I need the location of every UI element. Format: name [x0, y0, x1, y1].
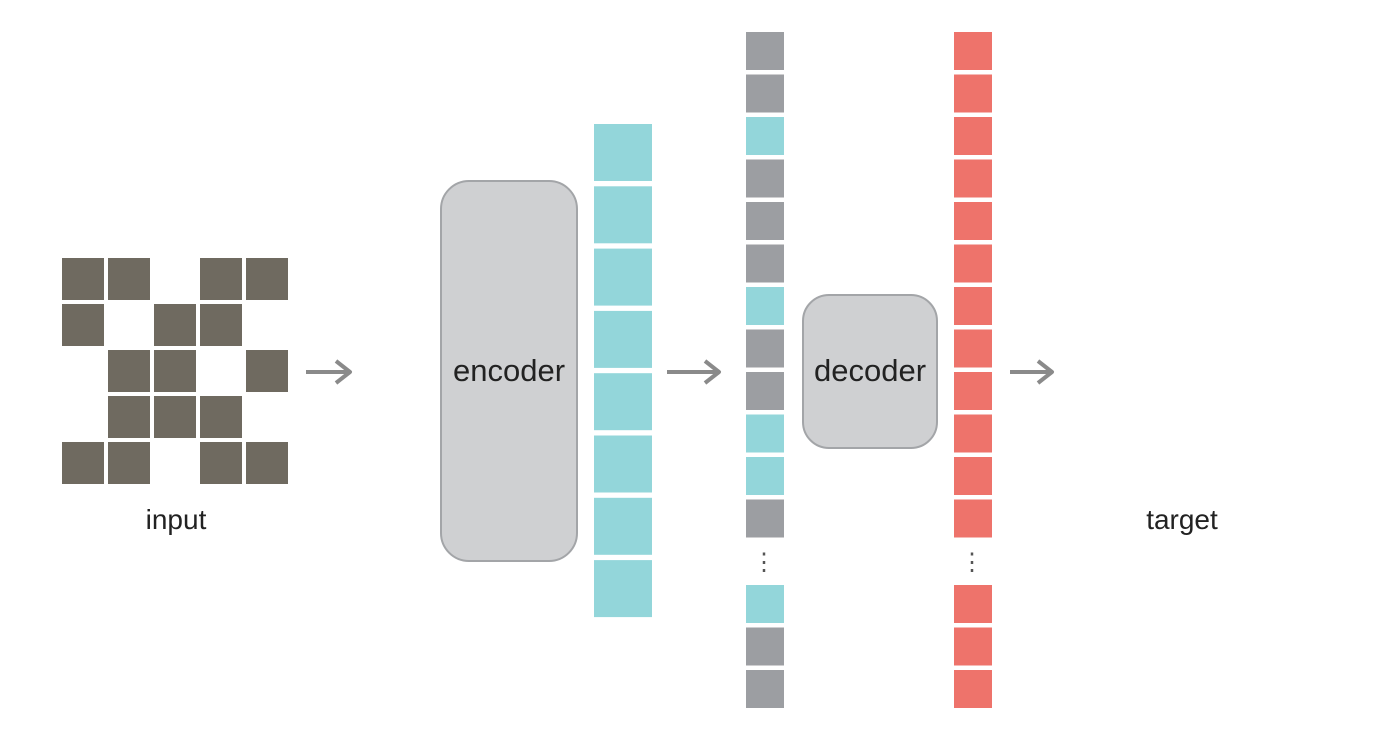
predicted-token — [954, 585, 992, 623]
masked-patch — [200, 396, 242, 438]
predicted-token — [954, 74, 992, 113]
masked-patch — [108, 442, 150, 484]
predicted-token — [954, 627, 992, 666]
masked-patch — [200, 258, 242, 300]
visible-patch-column — [364, 124, 424, 618]
masked-patch — [154, 350, 196, 392]
target-patch — [1070, 258, 1112, 300]
predicted-token — [954, 457, 992, 495]
predicted-token — [954, 244, 992, 283]
predicted-token — [954, 670, 992, 708]
mask-token — [746, 32, 784, 70]
target-patch — [1116, 258, 1158, 300]
masked-patch — [246, 442, 288, 484]
encoded-token — [746, 585, 784, 623]
input-label: input — [146, 504, 207, 535]
masked-patch — [108, 396, 150, 438]
ellipsis-mark: ⋮ — [960, 549, 984, 576]
target-patch — [1162, 350, 1204, 392]
mask-token — [746, 74, 784, 113]
target-patch — [1254, 258, 1296, 300]
encoder-box — [440, 180, 578, 562]
encoded-token — [746, 117, 784, 155]
target-patch — [1162, 442, 1204, 484]
encoded-token — [594, 560, 652, 618]
masked-patch — [200, 304, 242, 346]
encoded-token — [746, 287, 784, 325]
target-patch — [1254, 442, 1296, 484]
target-patch — [1070, 442, 1112, 484]
target-patch — [1162, 396, 1204, 438]
mask-token — [746, 329, 784, 368]
encoded-token — [594, 248, 652, 306]
mask-token — [746, 159, 784, 198]
predicted-token — [954, 32, 992, 70]
encoded-token — [594, 186, 652, 244]
masked-patch — [246, 258, 288, 300]
target-patch — [1070, 304, 1112, 346]
mask-token — [746, 627, 784, 666]
encoded-token — [594, 124, 652, 181]
target-patch — [1116, 350, 1158, 392]
predicted-token — [954, 499, 992, 538]
target-patch — [1254, 396, 1296, 438]
target-patch-grid — [1070, 258, 1296, 484]
full-token-sequence: ⋮ — [746, 32, 784, 708]
target-patch — [1254, 304, 1296, 346]
mask-token — [746, 372, 784, 410]
target-patch — [1116, 442, 1158, 484]
target-patch — [1208, 258, 1250, 300]
masked-patch — [108, 258, 150, 300]
mask-token — [746, 670, 784, 708]
masked-patch — [200, 442, 242, 484]
encoded-token — [746, 414, 784, 453]
target-patch — [1254, 350, 1296, 392]
predicted-token — [954, 287, 992, 325]
target-patch — [1208, 304, 1250, 346]
masked-patch — [62, 442, 104, 484]
target-patch — [1208, 396, 1250, 438]
predicted-token-column: ⋮ — [954, 32, 992, 708]
encoded-token — [594, 435, 652, 493]
encoded-token-column — [594, 124, 652, 618]
ellipsis-mark: ⋮ — [752, 549, 776, 576]
input-patch-grid — [62, 258, 288, 484]
mask-token — [746, 202, 784, 240]
mask-token — [746, 244, 784, 283]
predicted-token — [954, 159, 992, 198]
target-patch — [1208, 350, 1250, 392]
masked-patch — [154, 396, 196, 438]
encoded-token — [594, 497, 652, 555]
decoder-label: decoder — [814, 353, 926, 388]
target-patch — [1162, 304, 1204, 346]
target-patch — [1070, 396, 1112, 438]
mask-token — [746, 499, 784, 538]
predicted-token — [954, 329, 992, 368]
target-patch — [1116, 304, 1158, 346]
target-patch — [1116, 396, 1158, 438]
predicted-token — [954, 372, 992, 410]
masked-patch — [62, 304, 104, 346]
arrow-right-icon — [1010, 359, 1054, 385]
masked-patch — [246, 350, 288, 392]
target-patch — [1162, 258, 1204, 300]
arrow-right-icon — [306, 359, 352, 385]
encoded-token — [594, 373, 652, 431]
predicted-token — [954, 202, 992, 240]
masked-patch — [108, 350, 150, 392]
predicted-token — [954, 117, 992, 155]
target-patch — [1208, 442, 1250, 484]
target-label: target — [1146, 504, 1218, 535]
encoder-label: encoder — [453, 353, 565, 388]
predicted-token — [954, 414, 992, 453]
encoded-token — [594, 310, 652, 368]
arrow-right-icon — [667, 359, 721, 385]
encoded-token — [746, 457, 784, 495]
decoder-box — [802, 294, 938, 449]
masked-patch — [62, 258, 104, 300]
masked-patch — [154, 304, 196, 346]
target-patch — [1070, 350, 1112, 392]
